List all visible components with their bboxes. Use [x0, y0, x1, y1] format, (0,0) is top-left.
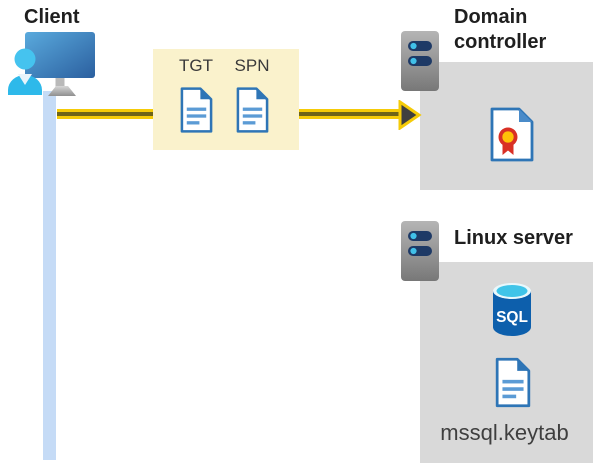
tgt-ticket-icon [179, 86, 214, 134]
person-icon [8, 48, 42, 95]
spn-ticket-icon [235, 86, 270, 134]
client-timeline-bar [43, 91, 56, 460]
domain-controller-label: Domain controller [454, 6, 547, 53]
sql-icon-label: SQL [496, 309, 528, 326]
monitor-icon [25, 32, 95, 78]
domain-controller-server-icon [400, 30, 440, 92]
linux-server-label: Linux server [454, 227, 573, 249]
auth-request-arrowhead-icon [398, 100, 422, 130]
ticket-highlight-box: TGT SPN [153, 49, 299, 150]
tgt-label: TGT [179, 56, 213, 75]
client-workstation-icon [8, 32, 95, 96]
client-label: Client [24, 6, 80, 28]
sql-database-icon: SQL [493, 283, 531, 336]
spn-label: SPN [234, 56, 270, 75]
keytab-filename-label: mssql.keytab [440, 420, 569, 445]
linux-server-icon [400, 220, 440, 282]
keytab-file-icon [494, 357, 532, 408]
certificate-icon [490, 107, 534, 162]
